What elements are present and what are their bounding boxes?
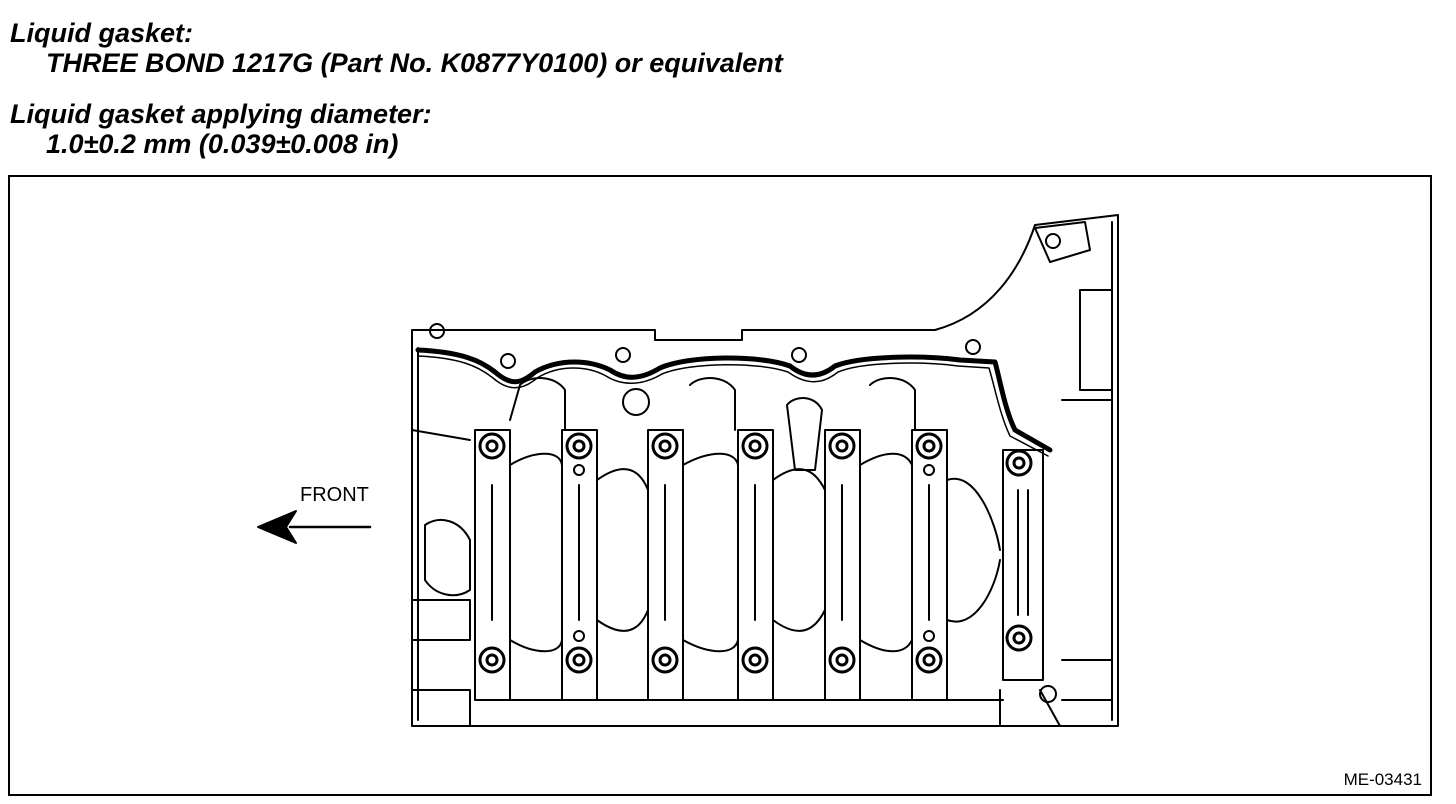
liquid-gasket-bead [415,339,1053,457]
front-arrow-icon [257,510,372,544]
diameter-label: Liquid gasket applying diameter: [10,99,432,129]
liquid-gasket-spec: Liquid gasket: THREE BOND 1217G (Part No… [10,18,783,78]
diameter-value: 1.0±0.2 mm (0.039±0.008 in) [46,129,399,159]
crank-journals [509,377,1001,653]
cap-bolts [478,432,1033,674]
lower-block-outline [411,214,1119,727]
figure-frame [8,175,1432,796]
gasket-diameter-spec: Liquid gasket applying diameter: 1.0±0.2… [10,99,432,159]
gasket-label: Liquid gasket: [10,18,194,48]
gasket-value: THREE BOND 1217G (Part No. K0877Y0100) o… [46,48,783,78]
lower-skirt [469,685,1061,727]
figure-id: ME-03431 [1343,770,1422,789]
front-label: FRONT [300,484,369,506]
